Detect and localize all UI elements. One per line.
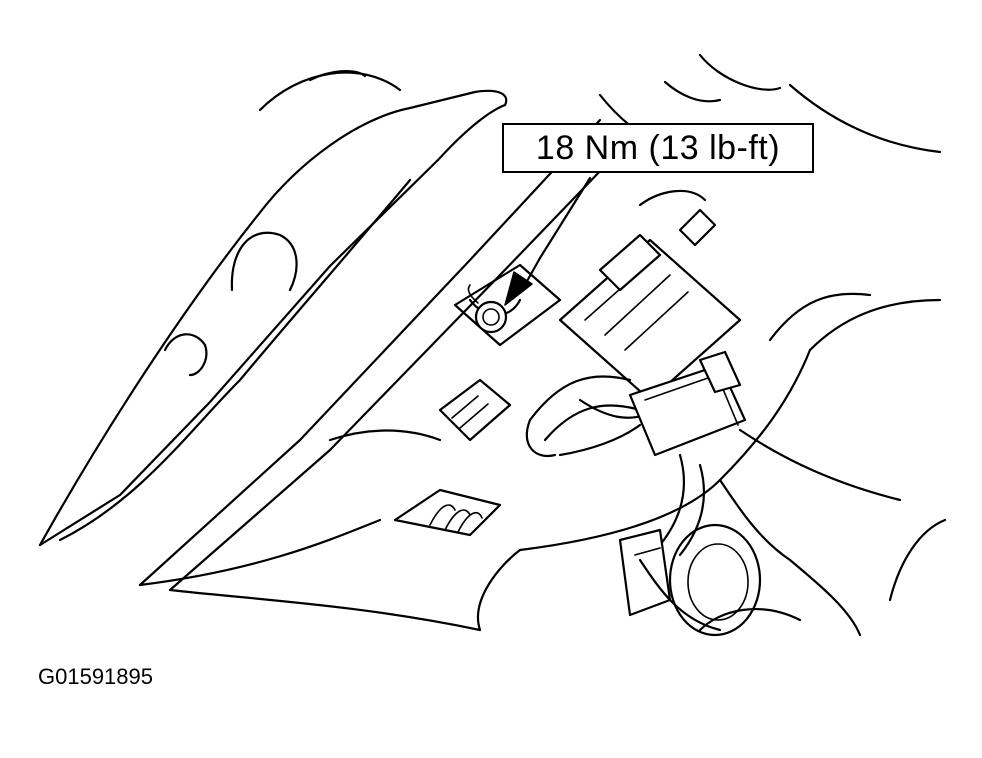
lower-body <box>518 292 947 637</box>
side-connector <box>628 350 747 457</box>
torque-callout-label: 18 Nm (13 lb-ft) <box>502 123 814 173</box>
lower-plug <box>618 453 722 632</box>
grommet <box>668 523 762 637</box>
wiring-harness <box>525 375 647 458</box>
mounting-bracket <box>393 263 562 537</box>
inner-channel <box>138 118 632 632</box>
upper-connector <box>558 189 742 402</box>
figure-id: G01591895 <box>38 664 153 689</box>
bolt-icon <box>467 284 508 334</box>
callout-arrow <box>504 176 592 306</box>
